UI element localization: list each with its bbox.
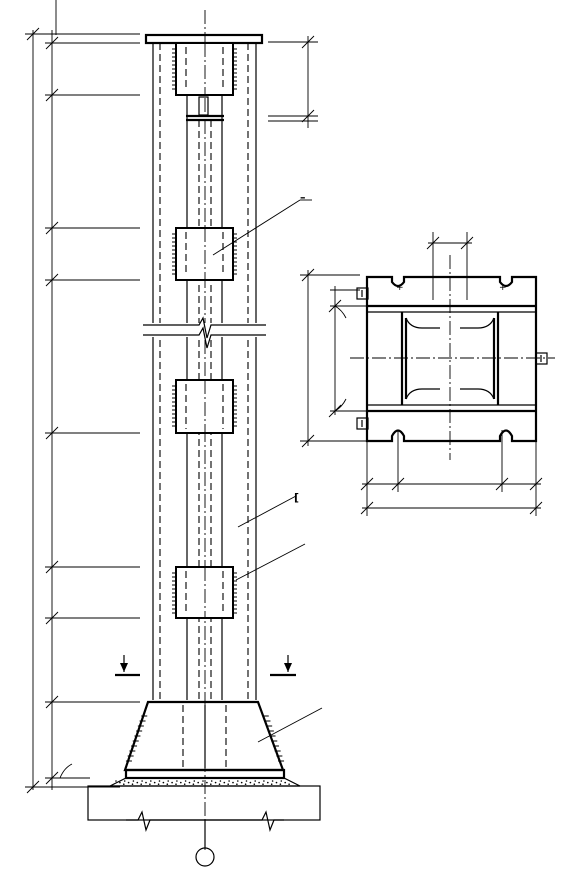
cross-section-dimensions xyxy=(300,232,543,516)
batten-plate-4 xyxy=(175,566,234,619)
top-cap-plate xyxy=(144,33,264,45)
break-line xyxy=(140,316,270,349)
batten-plate-3 xyxy=(175,379,234,434)
axis-marker xyxy=(195,847,215,867)
callout-mark-channel: [ xyxy=(294,491,299,504)
column-base xyxy=(87,700,321,867)
leader-lines xyxy=(212,199,323,743)
top-right-dimension xyxy=(268,35,318,128)
callout-mark-upper: – xyxy=(300,191,306,204)
base-stiffener xyxy=(123,700,285,772)
batten-plate-1 xyxy=(175,42,234,96)
cross-section: + + xyxy=(350,255,555,460)
section-markers xyxy=(115,655,296,677)
batten-plates xyxy=(172,42,237,619)
batten-plate-2 xyxy=(175,227,234,281)
section-outline xyxy=(365,275,538,443)
left-dimension-chains xyxy=(25,0,140,794)
svg-text:+: + xyxy=(396,283,404,293)
foundation xyxy=(87,785,321,821)
svg-text:+: + xyxy=(499,283,507,293)
